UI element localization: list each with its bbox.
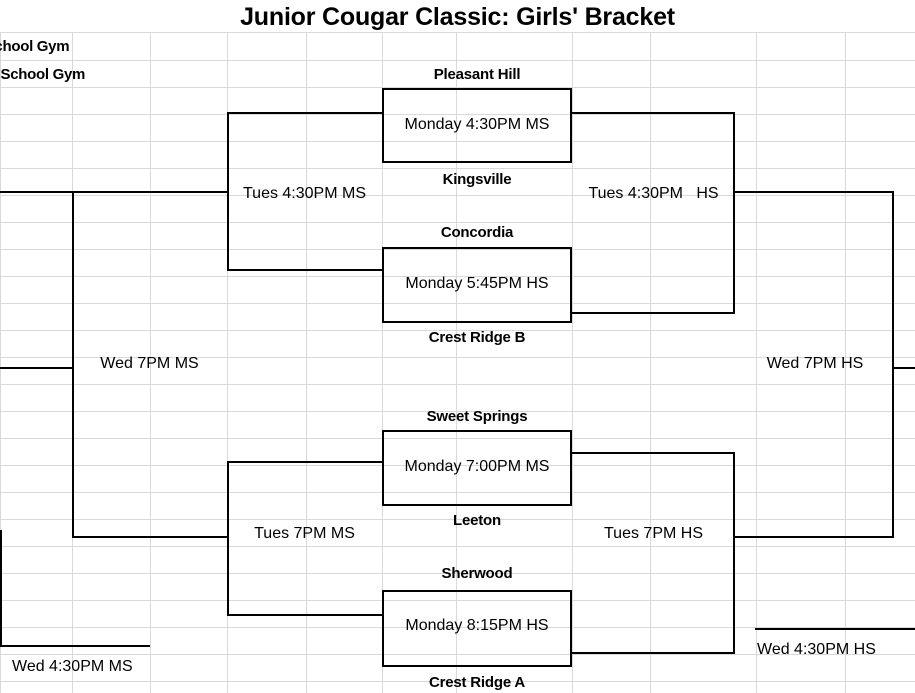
grid-row-line (0, 654, 915, 655)
game-slot-wed-7pm-hs[interactable]: Wed 7PM HS (766, 355, 864, 372)
game-slot-monday-700pm-ms[interactable]: Monday 7:00PM MS (404, 458, 550, 475)
bracket-line-horizontal (227, 112, 384, 114)
grid-row-line (0, 114, 915, 115)
grid-col-line (845, 32, 846, 693)
grid-row-line (0, 546, 915, 547)
bracket-line-horizontal (382, 88, 572, 90)
grid-col-line (756, 32, 757, 693)
bracket-line-vertical (570, 590, 572, 667)
bracket-line-horizontal (755, 628, 915, 630)
game-slot-monday-430pm-ms[interactable]: Monday 4:30PM MS (404, 116, 550, 133)
game-slot-monday-545pm-hs[interactable]: Monday 5:45PM HS (405, 275, 549, 292)
team-label-sherwood: Sherwood (441, 565, 513, 582)
bracket-line-horizontal (72, 191, 229, 193)
game-slot-wed-430pm-hs[interactable]: Wed 4:30PM HS (757, 641, 876, 658)
bracket-line-horizontal (227, 614, 384, 616)
bracket-line-vertical (733, 112, 735, 314)
bracket-line-horizontal (227, 461, 384, 463)
bracket-line-vertical (382, 247, 384, 323)
team-label-kingsville: Kingsville (442, 171, 512, 188)
grid-row-line (0, 330, 915, 331)
bracket-line-horizontal (72, 536, 229, 538)
bracket-line-vertical (382, 430, 384, 506)
team-label-crest-ridge-a: Crest Ridge A (428, 674, 526, 691)
bracket-line-horizontal (735, 191, 894, 193)
legend-ms-gym: ldle School Gym (0, 66, 86, 83)
grid-row-line (0, 303, 915, 304)
grid-row-line (0, 249, 915, 250)
bracket-line-vertical (733, 452, 735, 654)
grid-col-line (650, 32, 651, 693)
bracket-line-horizontal (382, 590, 572, 592)
grid-col-line (227, 32, 228, 693)
grid-row-line (0, 627, 915, 628)
bracket-line-horizontal (227, 269, 384, 271)
bracket-line-horizontal (0, 191, 74, 193)
bracket-line-horizontal (572, 112, 735, 114)
game-slot-tues-430pm-ms[interactable]: Tues 4:30PM MS (242, 185, 366, 202)
grid-row-line (0, 519, 915, 520)
bracket-line-vertical (0, 530, 2, 647)
grid-row-line (0, 276, 915, 277)
team-label-crest-ridge-b: Crest Ridge B (428, 329, 526, 346)
bracket-line-horizontal (382, 321, 572, 323)
bracket-line-horizontal (892, 367, 915, 369)
bracket-line-horizontal (572, 652, 735, 654)
grid-row-line (0, 87, 915, 88)
grid-col-line (0, 32, 1, 693)
grid-row-line (0, 141, 915, 142)
game-slot-tues-7pm-ms[interactable]: Tues 7PM MS (254, 525, 355, 542)
grid-row-line (0, 681, 915, 682)
bracket-line-horizontal (382, 665, 572, 667)
bracket-line-horizontal (382, 504, 572, 506)
grid-row-line (0, 438, 915, 439)
bracket-line-horizontal (572, 452, 735, 454)
grid-col-line (306, 32, 307, 693)
game-slot-monday-815pm-hs[interactable]: Monday 8:15PM HS (405, 617, 549, 634)
grid-row-line (0, 222, 915, 223)
bracket-line-horizontal (572, 312, 735, 314)
grid-col-line (150, 32, 151, 693)
game-slot-tues-430pm-hs[interactable]: Tues 4:30PM HS (588, 185, 719, 202)
grid-row-line (0, 465, 915, 466)
bracket-line-vertical (72, 191, 74, 538)
grid-row-line (0, 168, 915, 169)
bracket-line-vertical (570, 430, 572, 506)
bracket-line-vertical (755, 628, 757, 630)
team-label-sweet-springs: Sweet Springs (426, 408, 528, 425)
grid-row-line (0, 195, 915, 196)
grid-row-line (0, 600, 915, 601)
bracket-line-vertical (382, 88, 384, 163)
page-title: Junior Cougar Classic: Girls' Bracket (240, 3, 675, 31)
bracket-line-vertical (382, 590, 384, 667)
bracket-line-vertical (227, 461, 229, 616)
team-label-leeton: Leeton (453, 512, 501, 529)
team-label-concordia: Concordia (440, 224, 514, 241)
grid-row-line (0, 411, 915, 412)
game-slot-tues-7pm-hs[interactable]: Tues 7PM HS (604, 525, 703, 542)
team-label-pleasant-hill: Pleasant Hill (433, 66, 521, 83)
grid-row-line (0, 32, 915, 33)
grid-row-line (0, 60, 915, 61)
bracket-line-horizontal (382, 247, 572, 249)
grid-col-line (382, 32, 383, 693)
game-slot-wed-430pm-ms[interactable]: Wed 4:30PM MS (12, 658, 133, 675)
legend-hs-gym: h School Gym (0, 38, 70, 55)
grid-row-line (0, 357, 915, 358)
game-slot-wed-7pm-ms[interactable]: Wed 7PM MS (100, 355, 199, 372)
bracket-line-horizontal (0, 367, 74, 369)
bracket-line-horizontal (382, 430, 572, 432)
bracket-line-horizontal (735, 536, 894, 538)
bracket-line-vertical (570, 88, 572, 163)
grid-row-line (0, 384, 915, 385)
grid-col-line (456, 32, 457, 693)
bracket-line-horizontal (0, 645, 150, 647)
bracket-line-vertical (892, 191, 894, 538)
grid-row-line (0, 492, 915, 493)
bracket-line-vertical (570, 247, 572, 323)
grid-row-line (0, 573, 915, 574)
grid-col-line (572, 32, 573, 693)
bracket-line-horizontal (382, 161, 572, 163)
